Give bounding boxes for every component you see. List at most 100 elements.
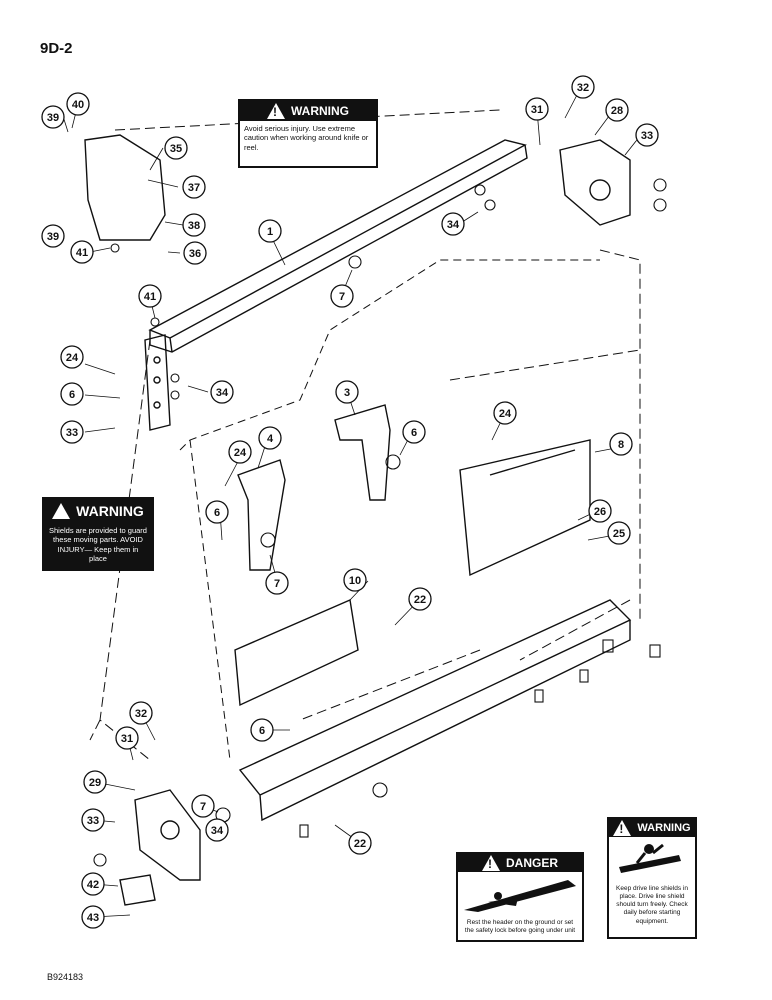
callout-number: 24 (66, 352, 79, 364)
callout-balloon (70, 240, 94, 264)
callout-number: 7 (200, 801, 206, 813)
callout-number: 41 (76, 247, 88, 259)
warning-sign-knife: WARNING Avoid serious injury. Use extrem… (238, 99, 378, 168)
callout-number: 34 (211, 825, 224, 837)
warning-text: Avoid serious injury. Use extreme cautio… (244, 124, 369, 152)
callout-number: 7 (339, 291, 345, 303)
callout-balloon (81, 808, 105, 832)
callout-7: 7 (265, 571, 289, 595)
danger-title: DANGER (505, 856, 558, 870)
callout-number: 28 (611, 105, 623, 117)
callout-3: 3 (335, 380, 359, 404)
callout-34: 34 (205, 818, 229, 842)
callout-balloon (609, 432, 633, 456)
warning-text: Keep drive line shields in place. Drive … (616, 885, 688, 925)
callout-22: 22 (348, 831, 372, 855)
danger-sign-header: DANGER Rest the header on the ground or … (456, 852, 584, 942)
callout-number: 37 (188, 182, 200, 194)
callout-37: 37 (182, 175, 206, 199)
callout-number: 36 (189, 248, 201, 260)
callout-balloon (191, 794, 215, 818)
callout-22: 22 (408, 587, 432, 611)
callout-32: 32 (129, 701, 153, 725)
callout-balloon (335, 380, 359, 404)
callout-number: 3 (344, 387, 350, 399)
callout-number: 25 (613, 528, 625, 540)
entanglement-pictogram (619, 843, 681, 873)
right-bracket (559, 139, 631, 226)
warning-triangle-icon (267, 103, 285, 119)
callout-number: 10 (349, 575, 361, 587)
callout-number: 42 (87, 879, 99, 891)
callout-number: 8 (618, 439, 624, 451)
callout-number: 7 (274, 578, 280, 590)
plate-42 (119, 874, 156, 906)
callout-41: 41 (70, 240, 94, 264)
callout-number: 1 (267, 226, 273, 238)
callout-number: 33 (66, 427, 78, 439)
warning-text: Shields are provided to guard these movi… (49, 526, 147, 564)
danger-text: Rest the header on the ground or set the… (464, 919, 576, 935)
callout-43: 43 (81, 905, 105, 929)
callout-balloon (250, 718, 274, 742)
callout-number: 6 (259, 725, 265, 737)
warning-sign-driveline: WARNING Keep drive line shields in place… (607, 817, 697, 939)
callout-number: 6 (411, 427, 417, 439)
callout-36: 36 (183, 241, 207, 265)
warning-title: WARNING (637, 822, 691, 834)
callout-balloon (210, 380, 234, 404)
warning-sign-shields: WARNING Shields are provided to guard th… (42, 497, 154, 571)
callout-number: 38 (188, 220, 200, 232)
callout-number: 35 (170, 143, 182, 155)
callout-31: 31 (525, 97, 549, 121)
warning-title: WARNING (291, 104, 349, 118)
callout-7: 7 (191, 794, 215, 818)
callout-balloon (571, 75, 595, 99)
callout-33: 33 (635, 123, 659, 147)
callout-balloon (441, 212, 465, 236)
callout-balloon (164, 136, 188, 160)
callout-6: 6 (402, 420, 426, 444)
main-tube (148, 139, 528, 353)
callout-29: 29 (83, 770, 107, 794)
callout-number: 26 (594, 506, 606, 518)
warning-title: WARNING (76, 503, 144, 519)
frame-outline (89, 109, 641, 761)
callout-balloon (60, 420, 84, 444)
callout-balloon (81, 872, 105, 896)
callout-balloon (228, 440, 252, 464)
callout-34: 34 (441, 212, 465, 236)
callout-balloon (183, 241, 207, 265)
callout-number: 24 (499, 408, 512, 420)
shield-10 (234, 598, 359, 707)
callout-38: 38 (182, 213, 206, 237)
callout-balloon (588, 499, 612, 523)
callout-33: 33 (60, 420, 84, 444)
callout-25: 25 (607, 521, 631, 545)
callout-balloon (182, 175, 206, 199)
lower-bracket (134, 789, 201, 881)
callout-number: 33 (87, 815, 99, 827)
callout-balloon (635, 123, 659, 147)
callout-number: 31 (531, 104, 543, 116)
callout-6: 6 (60, 382, 84, 406)
callout-balloon (41, 224, 65, 248)
callout-24: 24 (60, 345, 84, 369)
callout-number: 39 (47, 112, 59, 124)
callout-balloon (525, 97, 549, 121)
callout-8: 8 (609, 432, 633, 456)
callout-balloon (605, 98, 629, 122)
warning-triangle-icon (52, 503, 71, 519)
callout-balloon (493, 401, 517, 425)
callout-33: 33 (81, 808, 105, 832)
callout-number: 32 (135, 708, 147, 720)
callout-number: 4 (267, 433, 274, 445)
callout-balloon (343, 568, 367, 592)
callout-balloon (182, 213, 206, 237)
callout-7: 7 (330, 284, 354, 308)
callout-24: 24 (228, 440, 252, 464)
callout-balloon (129, 701, 153, 725)
callout-balloon (66, 92, 90, 116)
callout-balloon (607, 521, 631, 545)
